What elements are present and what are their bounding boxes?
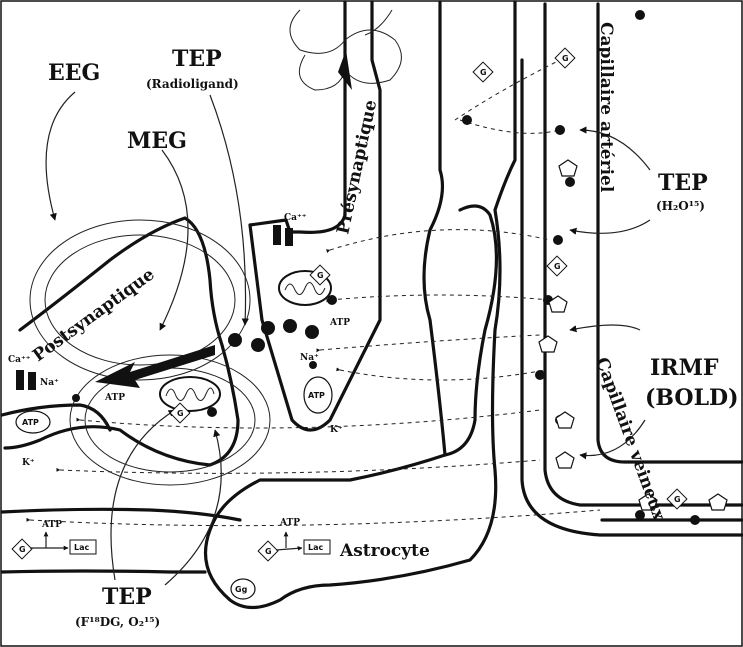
- svg-text:K⁺: K⁺: [330, 425, 343, 435]
- label-bold: (BOLD): [645, 385, 739, 411]
- svg-text:G: G: [317, 271, 324, 280]
- label-tep-radioligand-title: TEP: [172, 46, 222, 72]
- svg-text:ATP: ATP: [41, 520, 62, 530]
- svg-text:G: G: [562, 54, 569, 63]
- svg-text:ATP: ATP: [308, 391, 325, 400]
- pentagons: [538, 159, 728, 511]
- label-irmf: IRMF: [650, 355, 719, 381]
- svg-text:G: G: [265, 547, 272, 556]
- glycogen-token: Gg: [230, 578, 256, 600]
- label-astrocyte: Astrocyte: [339, 541, 430, 561]
- svg-text:Gg: Gg: [235, 585, 248, 594]
- svg-text:Lac: Lac: [308, 543, 323, 552]
- signal-arrow: [95, 345, 215, 388]
- label-tep-radioligand-sub: (Radioligand): [146, 77, 239, 91]
- mitochondrion-postsynaptic: [159, 376, 221, 412]
- label-tep-fdg-sub: (F¹⁸DG, O₂¹⁵): [75, 615, 160, 629]
- label-eeg: EEG: [48, 60, 100, 86]
- atp-pumps: ATP ATP: [15, 376, 333, 434]
- svg-text:Ca⁺⁺: Ca⁺⁺: [284, 213, 307, 223]
- calcium-channels: [16, 225, 293, 390]
- svg-text:K⁺: K⁺: [22, 458, 35, 468]
- bottom-process: [0, 507, 242, 574]
- label-tep-fdg-title: TEP: [102, 584, 152, 610]
- svg-text:ATP: ATP: [279, 518, 300, 528]
- label-meg: MEG: [127, 128, 187, 154]
- label-tep-h2o-sub: (H₂O¹⁵): [656, 199, 705, 213]
- svg-text:G: G: [177, 409, 184, 418]
- label-presynaptique: Présynaptique: [333, 98, 381, 236]
- ion-labels: Ca⁺⁺ Ca⁺⁺ Na⁺ Na⁺ K⁺ K⁺ ATP ATP ATP ATP: [8, 213, 350, 530]
- label-capillaire-arteriel: Capillaire artériel: [596, 22, 616, 193]
- svg-text:ATP: ATP: [104, 393, 125, 403]
- probe-arrows: [45, 91, 651, 586]
- capillary-venous-walls: [520, 58, 743, 537]
- svg-text:G: G: [19, 545, 26, 554]
- svg-text:ATP: ATP: [22, 418, 39, 427]
- lactate-tokens: Lac Lac: [30, 531, 331, 555]
- svg-text:ATP: ATP: [329, 318, 350, 328]
- capillary-arterial-walls: [543, 2, 743, 507]
- postsynaptic-neuron: [0, 216, 240, 467]
- svg-text:G: G: [554, 262, 561, 271]
- svg-text:G: G: [480, 68, 487, 77]
- glucose-tokens: G G G G G G G G: [11, 47, 688, 562]
- svg-text:G: G: [674, 495, 681, 504]
- dashed-flows: [26, 59, 601, 527]
- svg-text:Ca⁺⁺: Ca⁺⁺: [8, 355, 31, 365]
- astrocyte-body: [203, 0, 517, 610]
- svg-text:Lac: Lac: [74, 543, 89, 552]
- svg-text:Na⁺: Na⁺: [40, 378, 59, 388]
- svg-text:Na⁺: Na⁺: [300, 353, 319, 363]
- label-tep-h2o-title: TEP: [658, 170, 708, 196]
- label-postsynaptique: Postsynaptique: [29, 264, 158, 366]
- presynaptic-terminal: [248, 0, 402, 432]
